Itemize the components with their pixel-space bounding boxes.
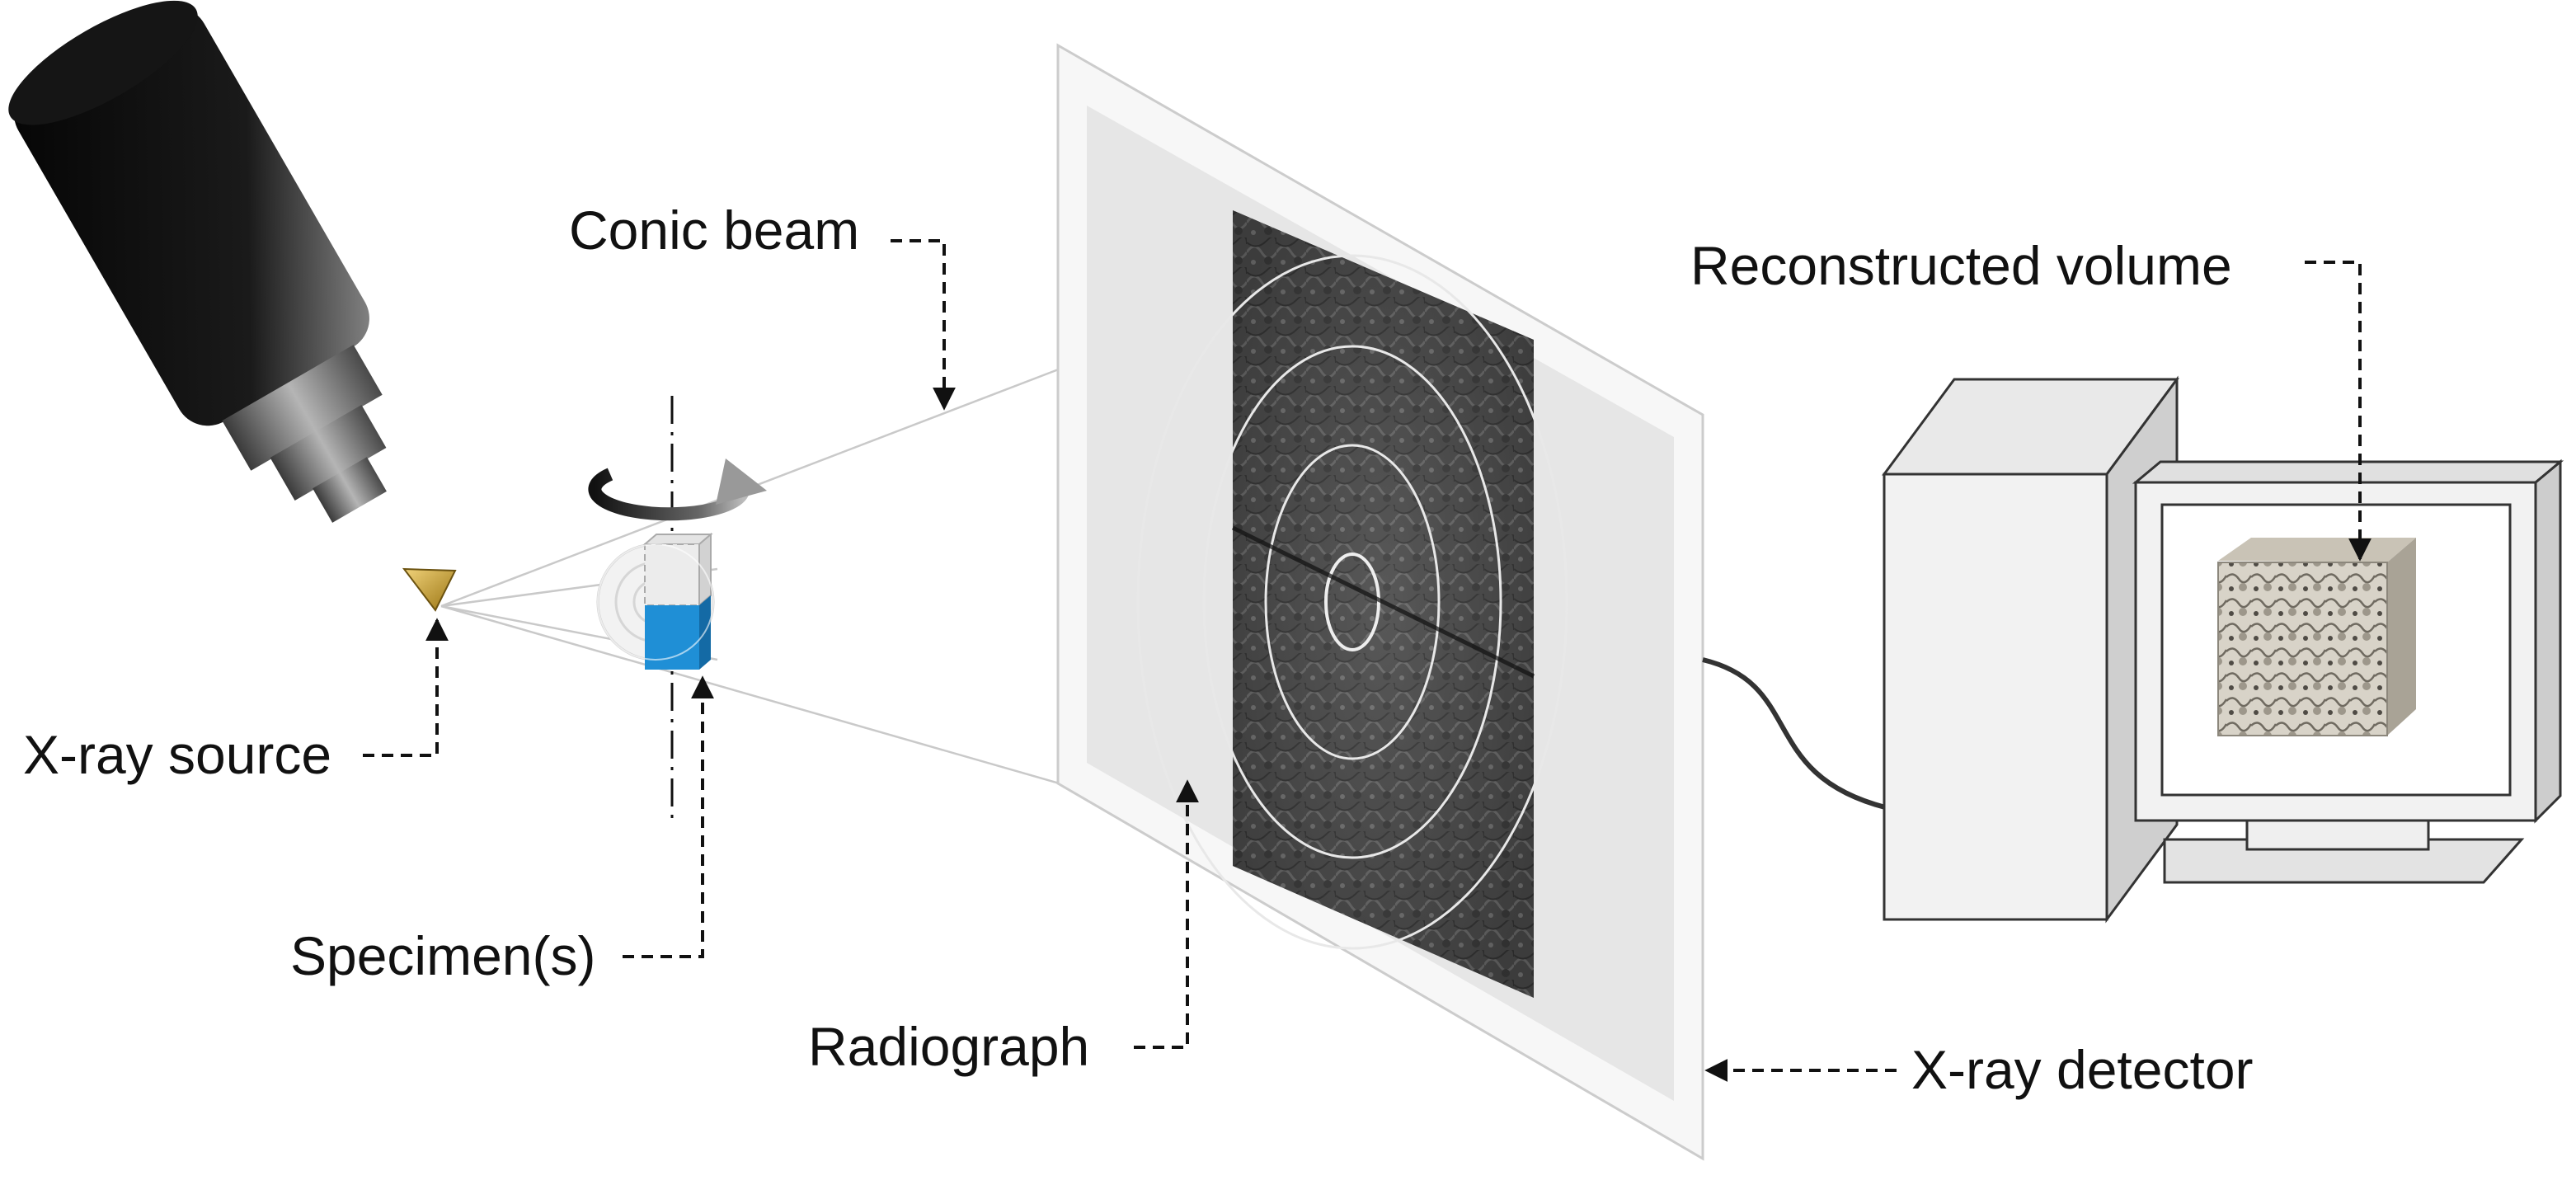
computer-tower-icon [1882, 375, 2179, 924]
xray-source-icon [8, 0, 457, 612]
label-xray-source: X-ray source [23, 724, 331, 785]
label-radiograph: Radiograph [808, 1016, 1089, 1077]
leader-lines [363, 239, 2372, 1082]
radiograph-image [1136, 210, 1568, 998]
cable [1702, 657, 1889, 811]
specimen-icon [596, 532, 715, 670]
label-conic-beam: Conic beam [569, 200, 859, 261]
label-specimen: Specimen(s) [290, 925, 595, 986]
reconstructed-volume-image [2217, 538, 2416, 736]
label-reconstructed-volume: Reconstructed volume [1690, 235, 2232, 296]
label-xray-detector: X-ray detector [1911, 1039, 2254, 1100]
